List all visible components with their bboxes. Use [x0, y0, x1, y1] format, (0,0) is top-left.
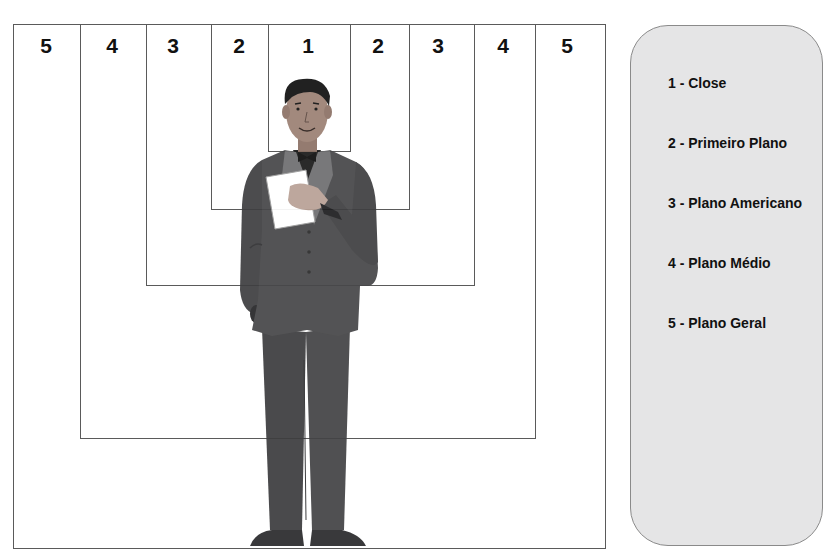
frame-plano-geral: 1 2 2 3 3 4 4 5 5	[13, 24, 606, 549]
eyebrow	[313, 103, 319, 104]
frame-number: 4	[106, 34, 118, 58]
right-leg	[306, 326, 350, 530]
face	[286, 82, 328, 142]
left-hand	[250, 305, 262, 323]
frame-close: 1	[268, 24, 351, 152]
frame-number: 1	[302, 34, 314, 58]
right-arm	[320, 162, 378, 265]
frame-number: 5	[40, 34, 52, 58]
frame-number: 3	[432, 34, 444, 58]
ear	[324, 105, 332, 119]
button	[307, 250, 311, 254]
legend-entry: 2 - Primeiro Plano	[668, 135, 787, 151]
button	[307, 270, 311, 274]
legend-entry: 3 - Plano Americano	[668, 195, 802, 211]
mouth	[299, 128, 315, 131]
paper-sheet	[266, 170, 315, 229]
legend-entry: 4 - Plano Médio	[668, 255, 771, 271]
nose	[305, 112, 309, 122]
legend-entry: 5 - Plano Geral	[668, 315, 766, 331]
leg-seam	[304, 360, 306, 520]
button	[307, 230, 311, 234]
frame-number: 3	[167, 34, 179, 58]
left-shoe	[250, 530, 304, 546]
frame-number: 4	[497, 34, 509, 58]
frame-primeiro-plano: 1 2 2	[211, 24, 410, 210]
frame-plano-americano: 1 2 2 3 3	[146, 24, 475, 286]
hand	[288, 183, 328, 210]
neck	[298, 136, 317, 152]
hair	[285, 79, 330, 106]
left-lapel	[282, 150, 307, 225]
man-figure	[240, 79, 378, 546]
frame-number: 2	[233, 34, 245, 58]
legend-entry: 1 - Close	[668, 75, 726, 91]
bow-tie	[298, 152, 316, 162]
pocket-line	[250, 244, 262, 248]
legend-panel: 1 - Close 2 - Primeiro Plano 3 - Plano Ame…	[630, 25, 823, 546]
eye	[296, 107, 299, 110]
eyebrow	[295, 103, 301, 104]
shirt	[293, 150, 321, 182]
jacket	[252, 150, 378, 336]
left-leg	[262, 328, 306, 530]
eye	[314, 107, 317, 110]
right-shoe	[310, 530, 366, 546]
cuff	[320, 203, 342, 220]
frame-number: 5	[561, 34, 573, 58]
right-lapel	[307, 150, 333, 225]
ear	[282, 105, 290, 119]
frame-number: 2	[372, 34, 384, 58]
frame-plano-medio: 1 2 2 3 3 4 4	[80, 24, 536, 439]
left-arm	[240, 160, 262, 314]
